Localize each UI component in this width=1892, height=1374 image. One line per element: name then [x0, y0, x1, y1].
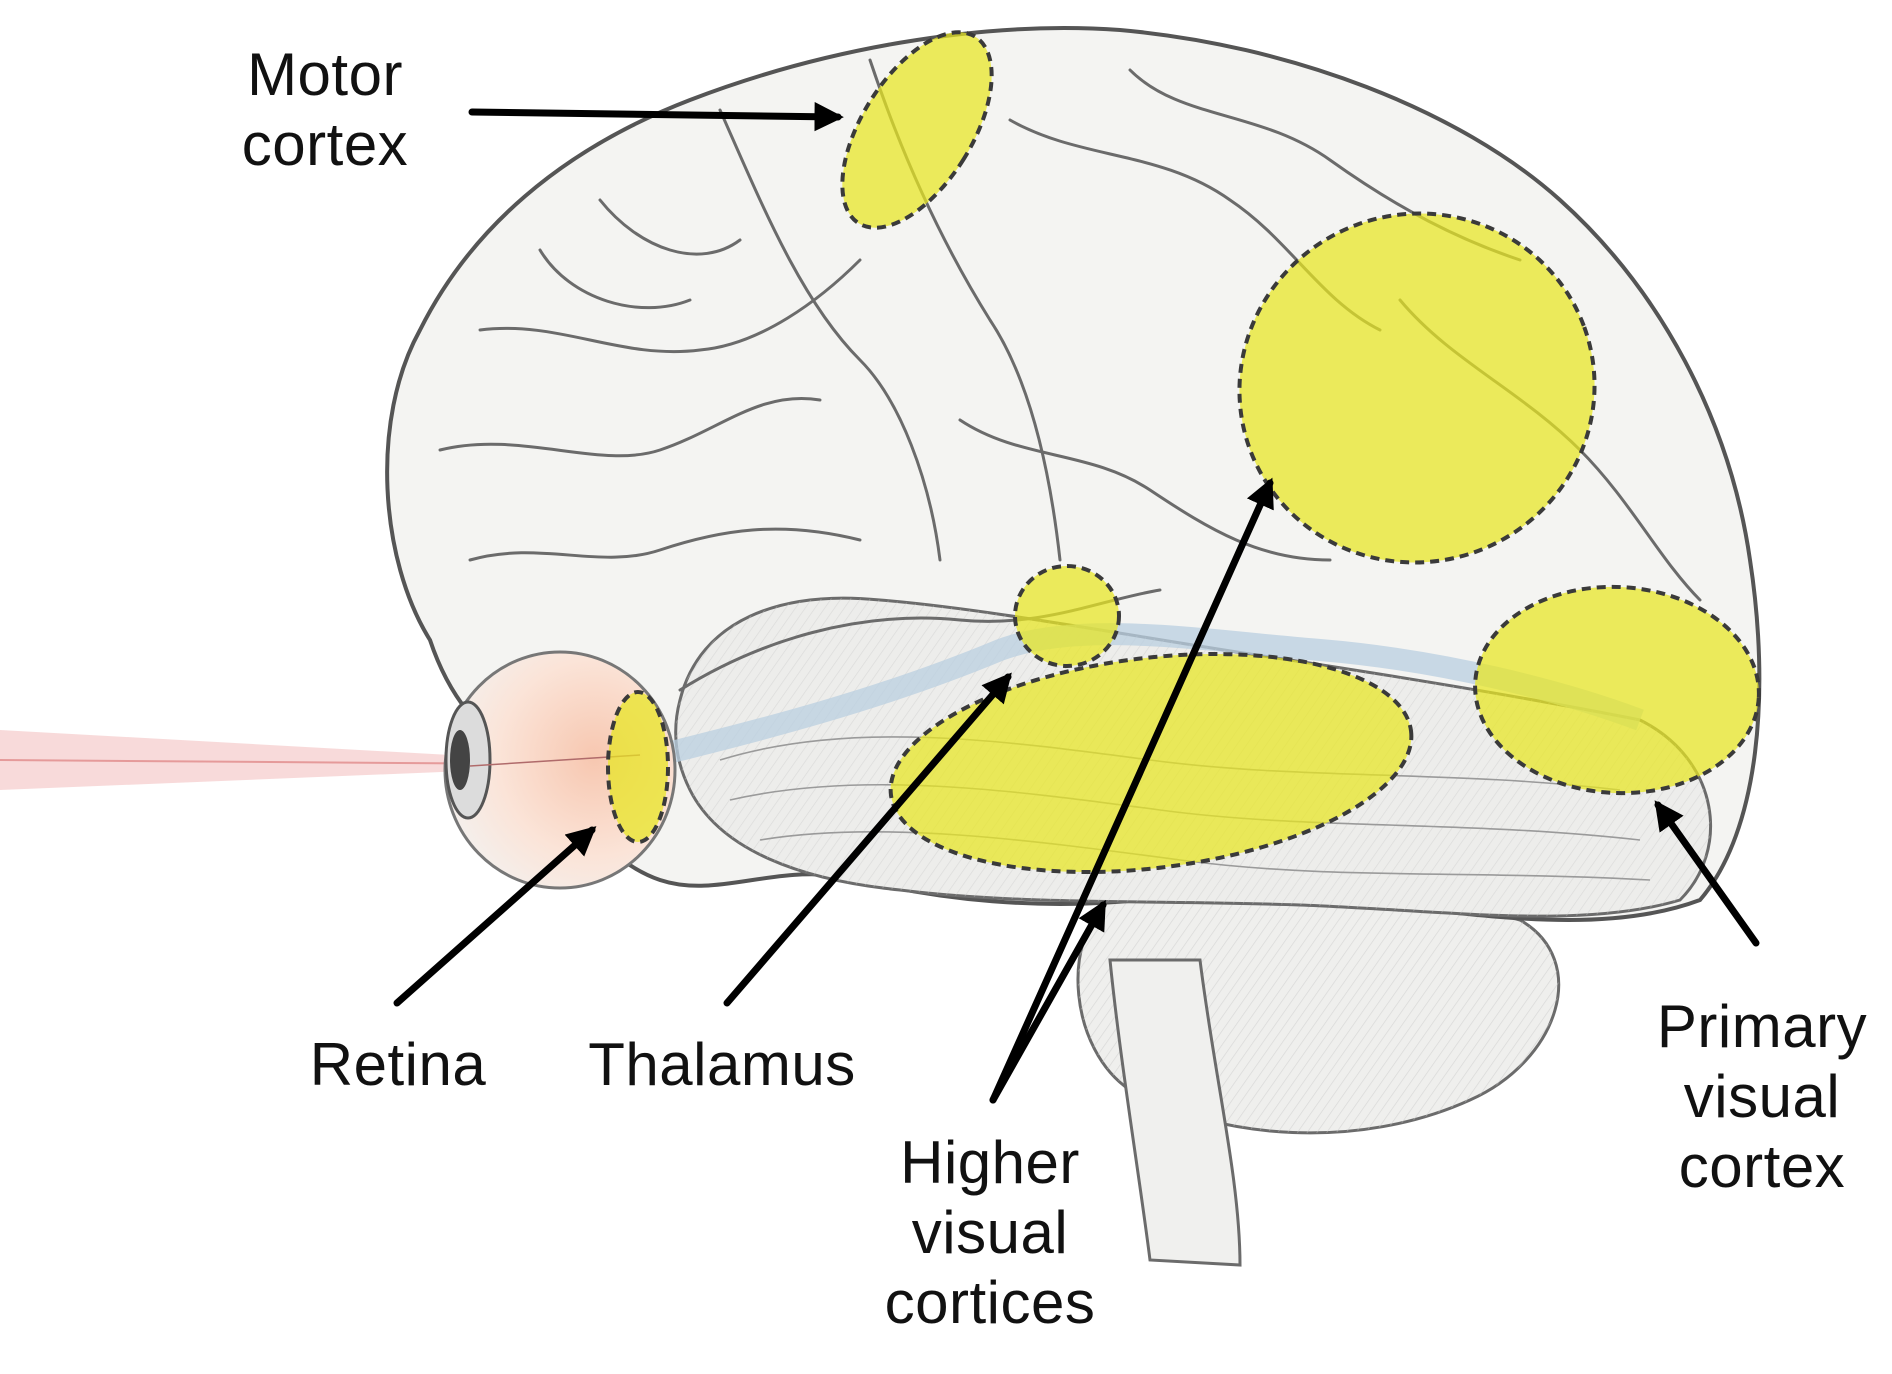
label-primary-visual-cortex: Primary visual cortex [1612, 992, 1892, 1202]
label-retina: Retina [278, 1030, 518, 1100]
label-motor-cortex: Motor cortex [205, 40, 445, 180]
arrow-motor-cortex [472, 112, 838, 117]
label-higher-visual-cortices: Higher visual cortices [840, 1128, 1140, 1338]
thalamus-region [1015, 566, 1119, 666]
retina-region [608, 692, 668, 842]
label-thalamus: Thalamus [552, 1030, 892, 1100]
